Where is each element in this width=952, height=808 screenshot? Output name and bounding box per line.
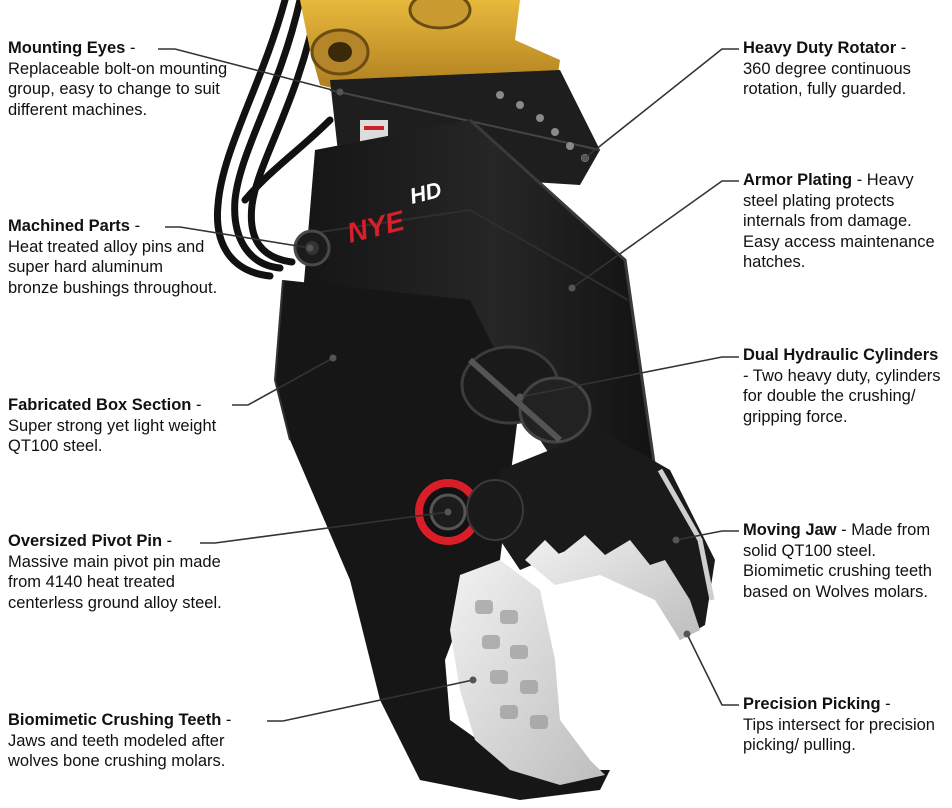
callout-description: Made from solid QT100 steel. Biomimetic … [743, 521, 932, 601]
callout-description: Replaceable bolt-on mounting group, easy… [8, 59, 228, 119]
callout-title: Machined Parts [8, 217, 130, 235]
callout-description: 360 degree continuous rotation, fully gu… [743, 59, 911, 99]
moving-jaw [500, 430, 715, 640]
callout-title: Dual Hydraulic Cylinders [743, 346, 939, 364]
callout-title: Biomimetic Crushing Teeth [8, 711, 222, 729]
callout-title: Precision Picking [743, 695, 881, 713]
fixed-jaw-teeth [450, 560, 605, 785]
callout-description: Jaws and teeth modeled after wolves bone… [8, 731, 226, 771]
leader-lines [158, 48, 739, 722]
callout-dash: - [129, 39, 136, 57]
callout-machined-parts: Machined Parts - Heat treated alloy pins… [8, 216, 218, 298]
callout-moving-jaw: Moving Jaw - Made from solid QT100 steel… [743, 520, 948, 602]
callout-crushing-teeth: Biomimetic Crushing Teeth - Jaws and tee… [8, 710, 278, 772]
callout-dual-cylinders: Dual Hydraulic Cylinders - Two heavy dut… [743, 345, 948, 427]
machined-pin [293, 229, 331, 267]
callout-armor-plating: Armor Plating - Heavy steel plating prot… [743, 170, 948, 273]
callout-mounting-eyes: Mounting Eyes - Replaceable bolt-on moun… [8, 38, 238, 120]
callout-rotator: Heavy Duty Rotator - 360 degree continuo… [743, 38, 948, 100]
callout-dash: - [134, 217, 141, 235]
callout-title: Heavy Duty Rotator [743, 39, 897, 57]
callout-description: Heat treated alloy pins and super hard a… [8, 237, 218, 297]
callout-description: Two heavy duty, cylinders for double the… [743, 366, 941, 426]
callout-dash: - [900, 39, 907, 57]
callout-fabricated-box: Fabricated Box Section - Super strong ye… [8, 395, 248, 457]
callout-title: Armor Plating [743, 171, 853, 189]
callout-description: Tips intersect for precision picking/ pu… [743, 715, 935, 755]
callout-dash: - [743, 366, 749, 385]
callout-pivot-pin: Oversized Pivot Pin - Massive main pivot… [8, 531, 248, 613]
callout-description: Heavy steel plating protects internals f… [743, 171, 935, 271]
pivot-pin [414, 478, 524, 546]
callout-title: Mounting Eyes [8, 39, 126, 57]
callout-dash: - [195, 396, 202, 414]
hydraulic-hoses [213, 0, 334, 280]
callout-precision-picking: Precision Picking - Tips intersect for p… [743, 694, 948, 756]
callout-dash: - [856, 171, 863, 189]
callout-dash: - [166, 532, 173, 550]
callout-dash: - [841, 521, 847, 539]
callout-title: Fabricated Box Section [8, 396, 192, 414]
callout-description: Super strong yet light weight QT100 stee… [8, 416, 217, 456]
callout-title: Oversized Pivot Pin [8, 532, 163, 550]
callout-dash: - [885, 695, 891, 713]
callout-dash: - [225, 711, 232, 729]
callout-description: Massive main pivot pin made from 4140 he… [8, 552, 222, 612]
callout-title: Moving Jaw [743, 521, 837, 539]
